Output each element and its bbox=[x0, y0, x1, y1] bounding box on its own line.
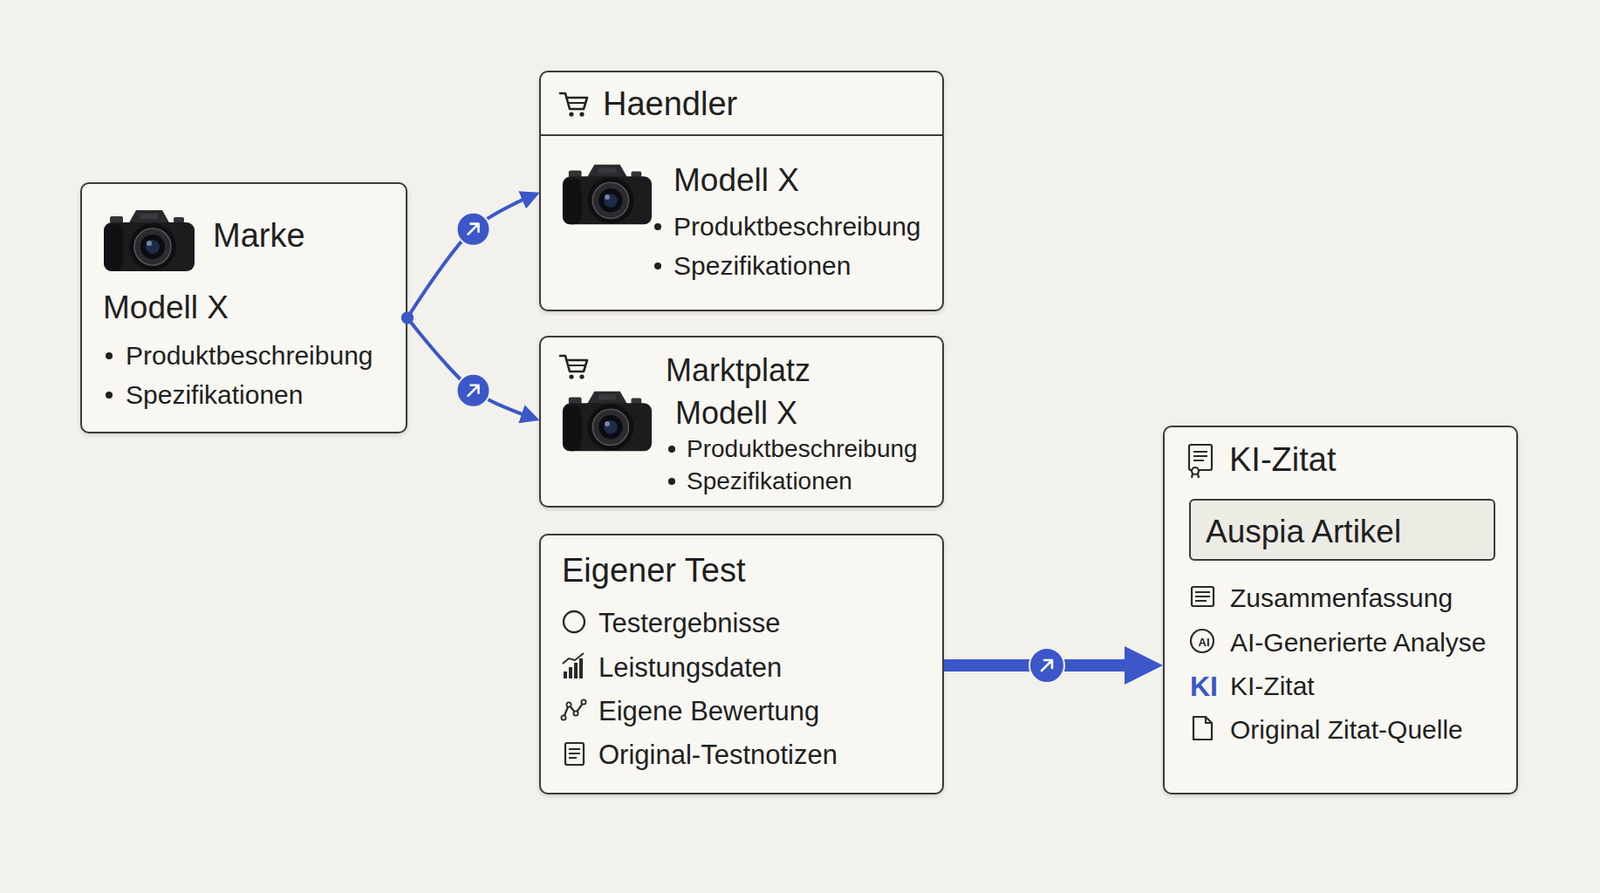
node-title: Auspia Artikel bbox=[1205, 512, 1402, 552]
node-text: Modell X bbox=[673, 161, 800, 200]
link-badge bbox=[1041, 660, 1053, 671]
node-text: Produktbeschreibung bbox=[686, 434, 918, 465]
node-title: Marktplatz bbox=[665, 351, 811, 390]
node-text: Spezifikationen bbox=[686, 466, 853, 497]
node-text: Spezifikationen bbox=[673, 250, 851, 282]
link-badge bbox=[457, 374, 491, 408]
link-badge bbox=[468, 224, 479, 235]
content-box: Eigener TestTestergebnisseLeistungsdaten… bbox=[539, 533, 944, 795]
node-text: AI bbox=[1198, 635, 1211, 650]
flow-arrow bbox=[407, 318, 527, 417]
bullet-dot bbox=[654, 223, 662, 231]
node-title: KI-Zitat bbox=[1229, 440, 1336, 481]
link-badge bbox=[457, 212, 491, 247]
header-divider bbox=[540, 134, 943, 137]
node-title: Marke bbox=[212, 216, 306, 257]
flow-arrow bbox=[407, 198, 528, 319]
node-text: Produktbeschreibung bbox=[125, 340, 374, 372]
node-text: Spezifikationen bbox=[125, 379, 303, 411]
flow-arrow bbox=[943, 659, 1133, 672]
node-text: Modell X bbox=[675, 394, 798, 432]
link-badge bbox=[468, 385, 479, 397]
bullet-dot bbox=[105, 352, 113, 360]
node-text: Testergebnisse bbox=[598, 607, 781, 640]
link-badge bbox=[1029, 648, 1065, 684]
node-text: KI bbox=[1189, 670, 1218, 704]
content-box: MarkeModell X ProduktbeschreibungSpezifik… bbox=[80, 182, 408, 434]
link-badge bbox=[457, 212, 491, 247]
link-badge bbox=[457, 374, 491, 408]
node-text: Original-Testnotizen bbox=[598, 738, 838, 772]
content-box: KI-ZitatZusammenfassungAIAI-Generierte A… bbox=[1162, 425, 1518, 795]
node-text: Zusammenfassung bbox=[1230, 582, 1453, 615]
node-title: Eigener Test bbox=[561, 551, 746, 592]
content-box: HaendlerModell X ProduktbeschreibungSpezi… bbox=[539, 70, 944, 312]
link-badge bbox=[1029, 648, 1065, 684]
content-box: MarktplatzModell XProduktbeschreibungSpe… bbox=[539, 335, 944, 508]
bullet-dot bbox=[668, 478, 676, 486]
node-text: Modell X bbox=[102, 288, 229, 328]
node-text: KI-Zitat bbox=[1230, 670, 1315, 703]
node-text: Eigene Bewertung bbox=[598, 695, 820, 728]
node-text: Original Zitat-Quelle bbox=[1230, 714, 1464, 746]
bullet-dot bbox=[668, 445, 676, 453]
bullet-dot bbox=[654, 262, 662, 270]
bullet-dot bbox=[105, 391, 113, 399]
node-text: Produktbeschreibung bbox=[673, 211, 922, 243]
node-title: Haendler bbox=[602, 84, 738, 125]
node-text: Leistungsdaten bbox=[598, 651, 782, 684]
node-text: AI-Generierte Analyse bbox=[1230, 627, 1486, 659]
inner-box: Auspia Artikel bbox=[1189, 499, 1496, 561]
